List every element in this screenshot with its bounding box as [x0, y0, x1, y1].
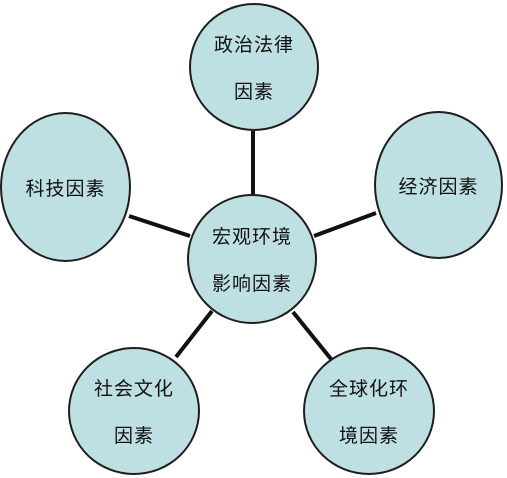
- political-legal-node-line1: 政治法律: [213, 34, 294, 56]
- political-legal-node: 政治法律 因素: [189, 3, 319, 131]
- social-cultural-node-line1: 社会文化: [93, 378, 174, 400]
- connector-social: [174, 309, 214, 359]
- connector-technology: [128, 214, 191, 238]
- technology-node: 科技因素: [0, 112, 131, 262]
- social-cultural-node: 社会文化 因素: [68, 347, 200, 475]
- connector-economic: [313, 211, 377, 238]
- center-node: 宏观环境 影响因素: [187, 194, 317, 324]
- globalization-node-line2: 境因素: [338, 425, 399, 447]
- globalization-node-line1: 全球化环: [328, 378, 409, 400]
- economic-node-label: 经济因素: [398, 175, 479, 198]
- economic-node: 经济因素: [374, 111, 503, 259]
- connector-global: [291, 310, 333, 361]
- political-legal-node-line2: 因素: [233, 81, 274, 103]
- technology-node-label: 科技因素: [25, 177, 106, 200]
- center-node-line2: 影响因素: [211, 273, 292, 295]
- globalization-node: 全球化环 境因素: [303, 347, 435, 475]
- social-cultural-node-line2: 因素: [113, 425, 154, 447]
- center-node-line1: 宏观环境: [211, 226, 292, 248]
